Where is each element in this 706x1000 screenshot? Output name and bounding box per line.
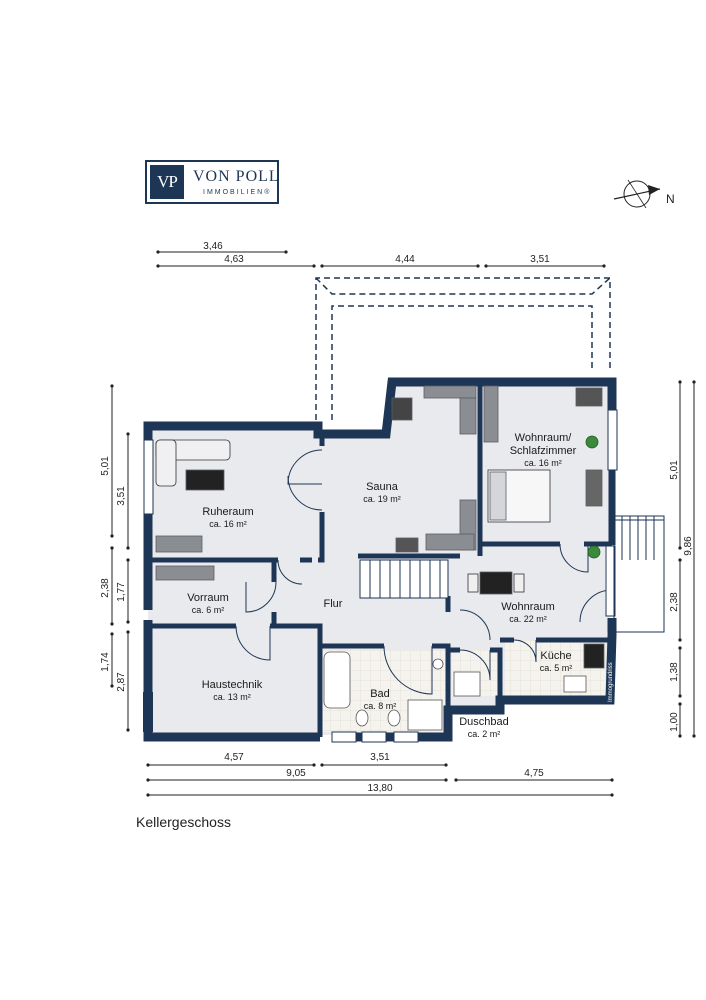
room-kueche-area: ca. 5 m²	[540, 663, 573, 673]
dim-right-3: 2,38	[669, 592, 680, 612]
compass-north-label: N	[666, 192, 675, 206]
compass-icon	[613, 179, 661, 209]
room-sauna-area: ca. 19 m²	[363, 494, 401, 504]
room-wohnschlaf-area: ca. 16 m²	[524, 458, 562, 468]
room-bad-name: Bad	[370, 688, 390, 700]
watermark-text: Immogrundriss	[608, 662, 614, 702]
room-ruheraum-name: Ruheraum	[202, 506, 253, 518]
logo-monogram: VP	[150, 165, 184, 199]
furniture	[155, 385, 605, 731]
dim-right-2: 9,86	[683, 536, 694, 556]
logo-name: VON POLL	[193, 168, 280, 185]
dim-bottom-5: 13,80	[367, 783, 392, 794]
dim-bottom-3: 9,05	[286, 768, 306, 779]
room-wohnraum-area: ca. 22 m²	[509, 614, 547, 624]
room-wohnraum-name: Wohnraum	[501, 601, 555, 613]
room-bad-area: ca. 8 m²	[364, 701, 397, 711]
room-vorraum-area: ca. 6 m²	[192, 605, 225, 615]
inner-walls	[148, 382, 612, 737]
dim-right-4: 1,38	[669, 662, 680, 682]
interior-stairs	[359, 559, 449, 599]
room-haustechnik-name: Haustechnik	[202, 679, 263, 691]
dim-top-4: 3,51	[530, 254, 550, 265]
room-sauna-name: Sauna	[366, 481, 399, 493]
dim-right-5: 1,00	[669, 712, 680, 732]
room-wohnschlaf-name-2: Schlafzimmer	[510, 445, 577, 457]
dim-left-6: 2,87	[116, 672, 127, 692]
dim-bottom-1: 4,57	[224, 752, 244, 763]
dim-top-3: 4,44	[395, 254, 415, 265]
dimension-labels: 3,46 4,63 4,44 3,51 4,57 3,51 9,05 4,75 …	[100, 241, 694, 794]
dim-left-5: 1,74	[100, 652, 111, 672]
floor-title: Kellergeschoss	[136, 814, 231, 830]
room-flur-name: Flur	[324, 598, 343, 610]
room-haustechnik-area: ca. 13 m²	[213, 692, 251, 702]
room-duschbad-name: Duschbad	[459, 716, 509, 728]
room-vorraum-name: Vorraum	[187, 592, 229, 604]
dim-bottom-2: 3,51	[370, 752, 390, 763]
dim-left-1: 5,01	[100, 456, 111, 476]
dim-left-2: 3,51	[116, 486, 127, 506]
room-wohnschlaf-name-1: Wohnraum/	[515, 432, 573, 444]
room-kueche-name: Küche	[540, 650, 571, 662]
outer-walls	[143, 377, 617, 742]
room-duschbad-area: ca. 2 m²	[468, 729, 501, 739]
terrace-outline	[315, 277, 611, 420]
dim-top-2: 4,63	[224, 254, 244, 265]
dim-top-1: 3,46	[203, 241, 223, 252]
dim-right-1: 5,01	[669, 460, 680, 480]
outdoor-stairs	[613, 515, 665, 633]
von-poll-logo: VP VON POLL IMMOBILIEN®	[145, 160, 279, 204]
room-labels: Ruheraum ca. 16 m² Sauna ca. 19 m² Wohnr…	[187, 432, 614, 739]
dimension-lines	[110, 250, 696, 797]
windows	[143, 409, 618, 743]
dim-left-4: 1,77	[116, 582, 127, 602]
room-ruheraum-area: ca. 16 m²	[209, 519, 247, 529]
dim-bottom-4: 4,75	[524, 768, 544, 779]
small-logo-icon	[143, 692, 153, 732]
dim-left-3: 2,38	[100, 578, 111, 598]
logo-subline: IMMOBILIEN®	[203, 189, 272, 196]
